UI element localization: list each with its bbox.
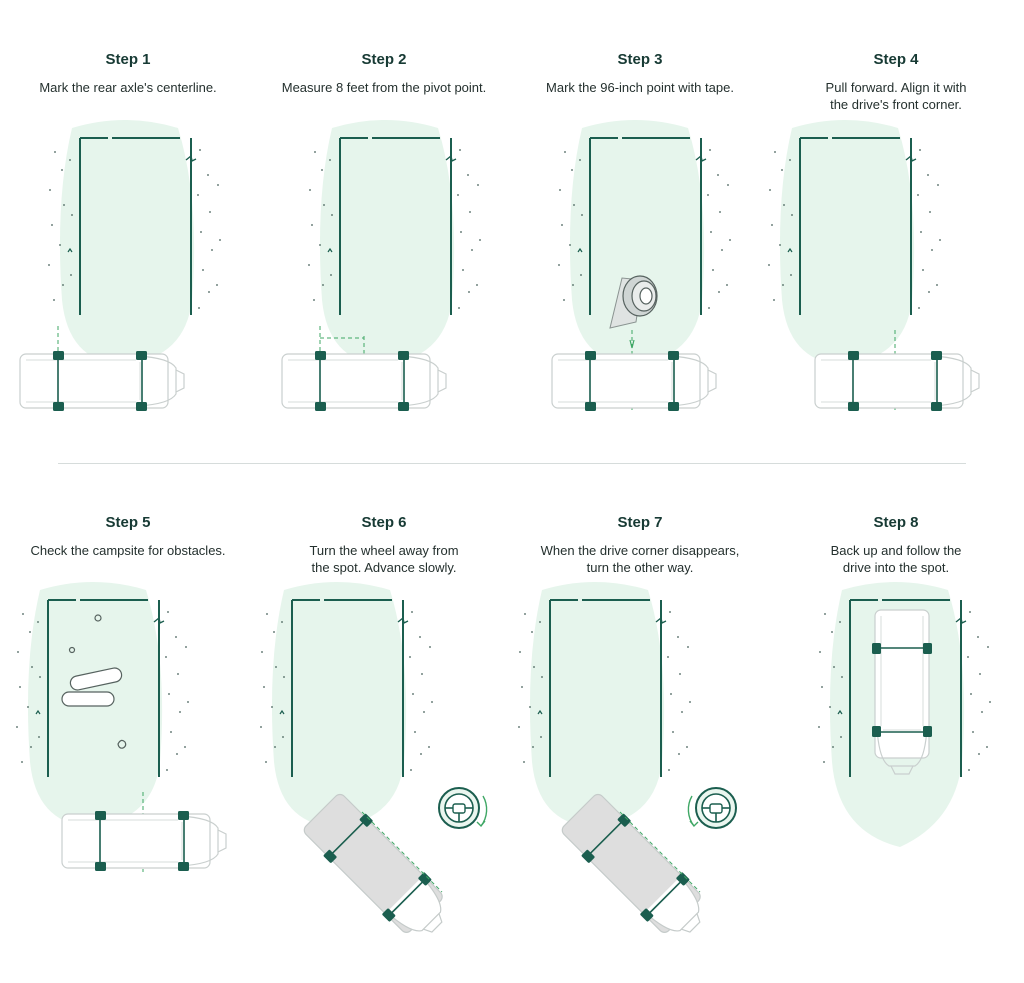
step-4-caption-line-1: Pull forward. Align it with (825, 80, 967, 95)
step-8-illustration (817, 582, 992, 847)
step-7-caption-line-1: When the drive corner disappears, (540, 543, 740, 558)
step-7-illustration (517, 582, 737, 950)
van-icon (61, 810, 227, 872)
tape-roll-icon (609, 275, 658, 349)
van-icon (298, 789, 459, 950)
step-6-title: Step 6 (361, 514, 407, 531)
step-7-title: Step 7 (617, 514, 663, 531)
step-1-caption-line-1: Mark the rear axle's centerline. (39, 80, 217, 95)
van-icon (551, 350, 717, 412)
step-7-caption-line-2: turn the other way. (586, 560, 694, 575)
step-8-title: Step 8 (873, 514, 919, 531)
van-icon (19, 350, 185, 412)
step-2-illustration (281, 120, 482, 412)
step-1-title: Step 1 (105, 51, 151, 68)
step-4-caption-line-2: the drive's front corner. (830, 97, 962, 112)
step-3-title: Step 3 (617, 51, 663, 68)
step-3-caption-line-1: Mark the 96-inch point with tape. (546, 80, 734, 95)
van-icon (814, 350, 980, 412)
step-1-illustration (19, 120, 222, 412)
log-icon (61, 667, 123, 707)
steering-wheel-icon (438, 787, 488, 829)
step-6-caption-line-2: the spot. Advance slowly. (311, 560, 457, 575)
step-2-title: Step 2 (361, 51, 407, 68)
van-icon (281, 350, 447, 412)
step-8-caption-line-1: Back up and follow the (830, 543, 962, 558)
step-3-illustration (551, 120, 732, 412)
step-2-caption-line-1: Measure 8 feet from the pivot point. (281, 80, 487, 95)
van-icon (556, 789, 717, 950)
row-divider (58, 463, 966, 464)
steering-wheel-icon (687, 787, 737, 829)
step-6-illustration (259, 582, 488, 950)
step-5-illustration (15, 582, 227, 872)
rock-icon (68, 614, 127, 749)
step-5-title: Step 5 (105, 514, 151, 531)
step-5-caption-line-1: Check the campsite for obstacles. (30, 543, 226, 558)
step-4-title: Step 4 (873, 51, 919, 68)
step-6-caption-line-1: Turn the wheel away from (309, 543, 459, 558)
step-4-illustration (767, 120, 980, 412)
step-8-caption-line-2: drive into the spot. (842, 560, 950, 575)
van-icon (871, 609, 933, 775)
